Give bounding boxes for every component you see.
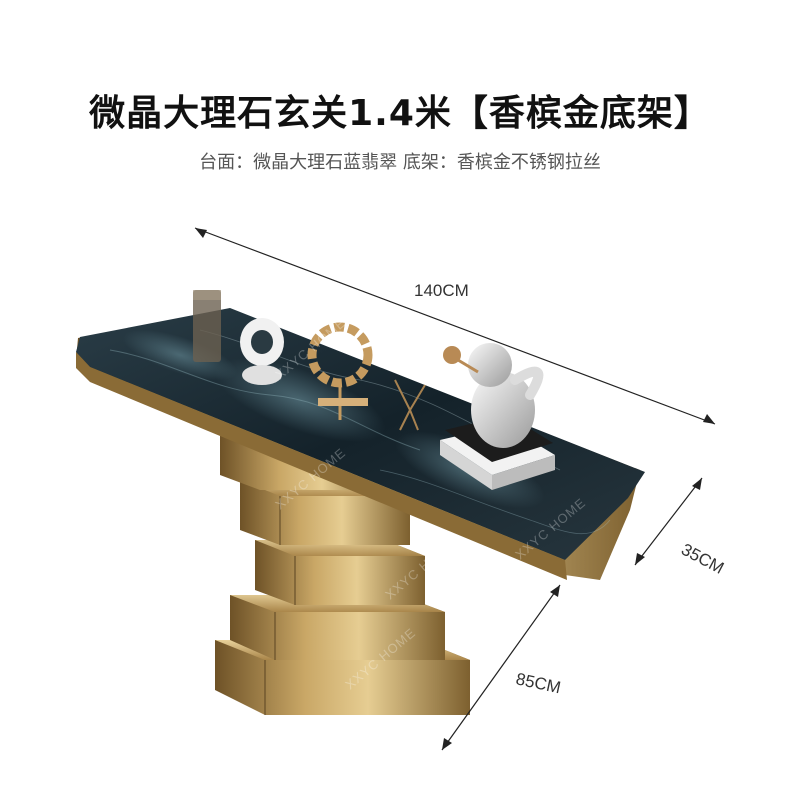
statue: [443, 343, 544, 448]
product-title: 微晶大理石玄关1.4米【香槟金底架】: [89, 93, 711, 134]
product-subtitle: 台面：微晶大理石蓝翡翠 底架：香槟金不锈钢拉丝: [199, 152, 601, 173]
vase: [193, 290, 221, 362]
gold-ring-decor: [307, 322, 373, 388]
dimension-lines: 140CM 35CM 85CM: [194, 227, 727, 751]
length-label: 140CM: [414, 281, 469, 300]
decor-items: [193, 290, 555, 490]
height-label: 85CM: [514, 669, 562, 697]
height-dimension-line: [441, 584, 561, 751]
depth-dimension-line: [634, 477, 703, 566]
length-dimension-line: [194, 227, 716, 425]
depth-label: 35CM: [678, 540, 727, 578]
